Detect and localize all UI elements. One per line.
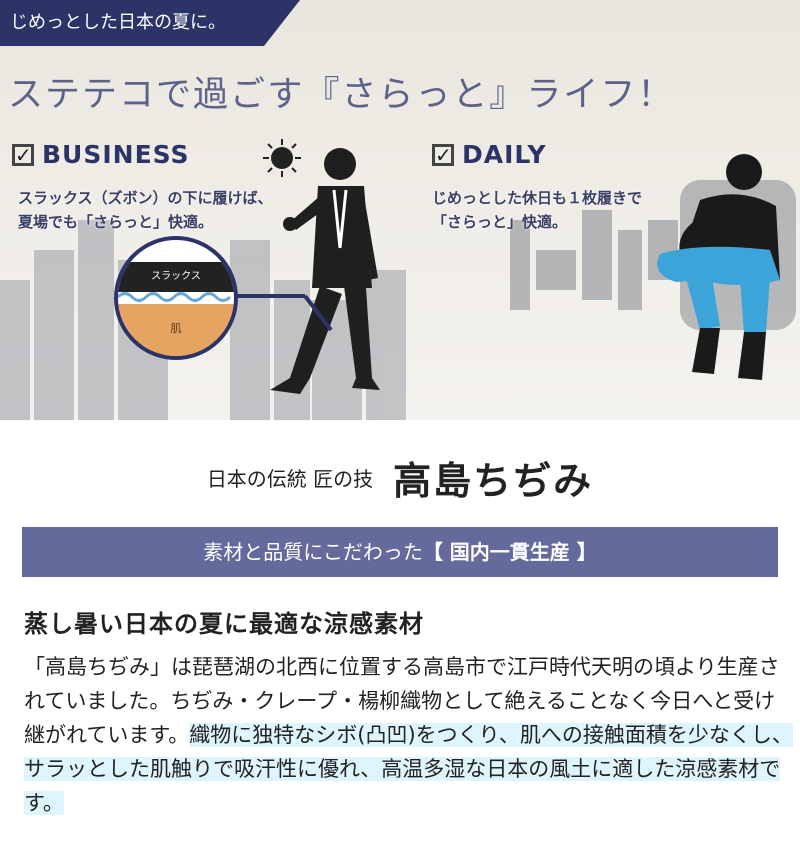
takashima-chijimi-title: 高島ちぢみ <box>393 459 594 503</box>
fabric-layer-zoom: スラックス 肌 <box>114 236 238 360</box>
steteco-layer-wave <box>118 292 232 302</box>
daily-description: じめっとした休日も１枚履きで 「さらっと」快適。 <box>432 186 642 234</box>
daily-label-text: DAILY <box>462 140 547 169</box>
daily-label: ✓ DAILY <box>432 140 547 169</box>
business-desc-line1: スラックス（ズボン）の下に履けば、 <box>18 189 273 207</box>
slacks-layer: スラックス <box>118 262 234 292</box>
skin-layer: 肌 <box>118 304 234 356</box>
checkbox-icon: ✓ <box>432 143 454 166</box>
relaxing-man-illustration <box>657 154 796 380</box>
checkbox-icon: ✓ <box>12 143 34 166</box>
daily-desc-line1: じめっとした休日も１枚履きで <box>432 189 643 207</box>
house-illustration <box>510 210 678 310</box>
business-description: スラックス（ズボン）の下に履けば、 夏場でも「さらっと」快適。 <box>18 186 273 234</box>
section-heading: 蒸し暑い日本の夏に最適な涼感素材 <box>24 610 424 638</box>
business-label-text: BUSINESS <box>42 140 190 169</box>
zoom-connector-line <box>225 294 333 332</box>
product-title: 日本の伝統 匠の技高島ちぢみ <box>0 450 800 505</box>
band-bold-text: 【 国内一貫生産 】 <box>422 540 597 564</box>
tagline-badge: じめっとした日本の夏に。 <box>0 0 300 46</box>
sun-icon <box>263 139 301 177</box>
description-paragraph: 「高島ちぢみ」は琵琶湖の北西に位置する高島市で江戸時代天明の頃より生産されていま… <box>24 650 794 820</box>
domestic-production-band: 素材と品質にこだわった【 国内一貫生産 】 <box>22 527 778 577</box>
daily-desc-line2: 「さらっと」快適。 <box>432 213 568 231</box>
walking-businessman-illustration <box>270 148 380 394</box>
hero-banner: じめっとした日本の夏に。 ステテコで過ごす『さらっと』ライフ！ ✓ BUSINE… <box>0 0 800 420</box>
paragraph-plain-text: 「高島ちぢみ」は琵琶湖の北西に位置する高島市で江戸時代天明の頃より生産されていま… <box>24 655 780 747</box>
tradition-subtitle: 日本の伝統 匠の技 <box>206 467 374 491</box>
main-catchphrase: ステテコで過ごす『さらっと』ライフ！ <box>8 75 675 115</box>
business-label: ✓ BUSINESS <box>12 140 190 169</box>
band-text: 素材と品質にこだわった <box>203 540 423 564</box>
business-desc-line2: 夏場でも「さらっと」快適。 <box>18 213 214 231</box>
